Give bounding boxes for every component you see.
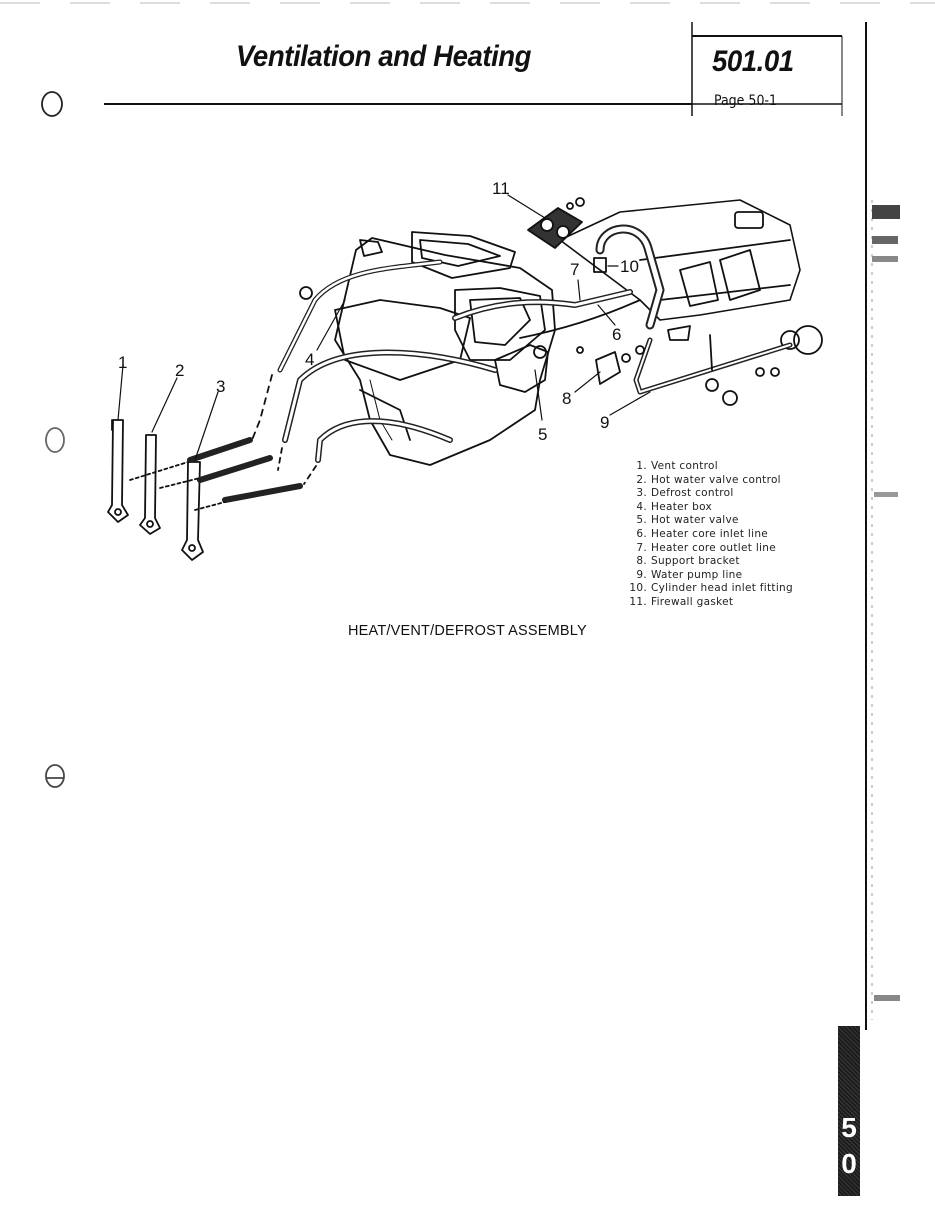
legend-item: 10.Cylinder head inlet fitting [629, 582, 793, 595]
callout-11: 11 [492, 179, 510, 198]
callout-2: 2 [175, 361, 184, 380]
callout-9: 9 [600, 413, 609, 432]
callout-3: 3 [216, 377, 225, 396]
legend-item: 2.Hot water valve control [636, 473, 781, 486]
legend-item: 6.Heater core inlet line [636, 527, 769, 540]
callout-8: 8 [562, 389, 571, 408]
section-number: 501.01 [712, 45, 794, 78]
legend-item: 8.Support bracket [636, 555, 740, 568]
page-title: Ventilation and Heating [236, 40, 532, 73]
page-number: Page 50-1 [714, 93, 778, 109]
section-tab-digit-top: 5 [841, 1112, 857, 1143]
callout-6: 6 [612, 325, 621, 344]
legend-item: 9.Water pump line [636, 568, 743, 581]
section-tab-digit-bottom: 0 [841, 1148, 857, 1179]
legend-item: 7.Heater core outlet line [636, 541, 776, 554]
section-tab-label: 5 0 [838, 1110, 860, 1182]
legend-item: 3.Defrost control [636, 487, 734, 500]
legend-item: 4.Heater box [636, 500, 713, 513]
callout-5: 5 [538, 425, 547, 444]
legend-item: 1.Vent control [636, 460, 718, 472]
callout-7: 7 [570, 260, 579, 279]
figure-caption: HEAT/VENT/DEFROST ASSEMBLY [348, 623, 587, 639]
legend-item: 11.Firewall gasket [629, 595, 734, 608]
legend-item: 5.Hot water valve [636, 514, 739, 527]
parts-legend: 1.Vent control 2.Hot water valve control… [626, 460, 793, 610]
section-tab [838, 1026, 860, 1196]
callout-4: 4 [305, 350, 314, 369]
callout-10: 10 [620, 257, 639, 276]
binder-hole-icon [41, 91, 65, 788]
callout-1: 1 [118, 353, 127, 372]
